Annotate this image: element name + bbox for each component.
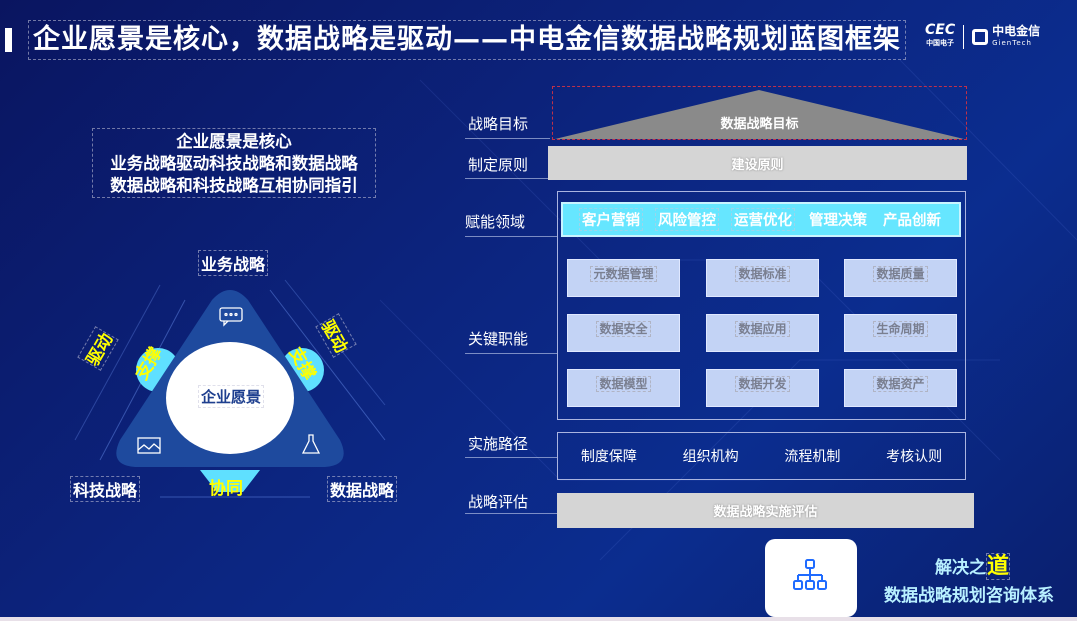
collab-bubble — [200, 470, 260, 492]
label-tech-strategy: 科技战略 — [70, 476, 141, 502]
function-cell: 数据资产 — [844, 369, 957, 407]
cec-logo-text: CEC — [925, 22, 956, 38]
label-enterprise-vision: 企业愿景 — [198, 385, 265, 408]
function-label: 数据应用 — [735, 321, 790, 337]
function-cell: 数据安全 — [567, 314, 680, 352]
domain-item: 管理决策 — [809, 213, 867, 229]
hierarchy-card — [765, 539, 857, 617]
principle-bar: 建设原则 — [548, 146, 967, 180]
connector — [465, 457, 557, 458]
footer-line1-highlight: 道 — [986, 553, 1011, 580]
label-collab: 协同 — [209, 479, 243, 499]
intro-line: 企业愿景是核心 — [176, 132, 292, 151]
connector — [465, 178, 548, 179]
function-label: 数据质量 — [873, 266, 928, 282]
logo-divider — [963, 25, 965, 49]
function-cell: 生命周期 — [844, 314, 957, 352]
domain-item: 运营优化 — [731, 208, 795, 231]
label-function: 关键职能 — [468, 330, 529, 348]
function-label: 数据模型 — [596, 376, 651, 392]
gientech-logo-cn: 中电金信 — [992, 24, 1041, 38]
path-box: 制度保障 组织机构 流程机制 考核认则 — [557, 432, 966, 480]
strategy-triangle — [116, 290, 344, 492]
function-label: 数据开发 — [735, 376, 790, 392]
goal-text: 数据战略目标 — [720, 117, 799, 132]
path-item: 考核认则 — [886, 449, 943, 465]
cec-logo-sub: 中国电子 — [926, 39, 955, 47]
label-domain: 赋能领域 — [465, 213, 526, 231]
footer-line2: 数据战略规划咨询体系 — [884, 586, 1054, 606]
eval-bar: 数据战略实施评估 — [557, 493, 974, 528]
goal-triangle — [555, 90, 964, 139]
function-label: 数据安全 — [596, 321, 651, 337]
label-business-strategy: 业务战略 — [198, 250, 269, 276]
intro-line: 数据战略和科技战略互相协同指引 — [110, 176, 358, 195]
image-icon — [137, 437, 161, 454]
path-item: 制度保障 — [580, 449, 637, 465]
vision-circle — [166, 342, 294, 454]
footer-line1-text: 解决之 — [935, 558, 986, 578]
gientech-logo-icon — [972, 29, 989, 45]
hierarchy-icon — [793, 559, 827, 590]
intro-text-box: 企业愿景是核心 业务战略驱动科技战略和数据战略 数据战略和科技战略互相协同指引 — [92, 128, 376, 198]
footer-line1: 解决之道 — [935, 548, 1011, 580]
label-strategy-goal: 战略目标 — [468, 115, 529, 133]
function-cell: 数据应用 — [706, 314, 819, 352]
function-cell: 数据开发 — [706, 369, 819, 407]
function-label: 数据资产 — [873, 376, 928, 392]
function-label: 元数据管理 — [590, 266, 657, 282]
function-container — [557, 191, 966, 420]
label-principle: 制定原则 — [468, 156, 529, 174]
path-item: 流程机制 — [784, 449, 841, 465]
goal-box: 数据战略目标 — [552, 86, 967, 140]
label-data-strategy: 数据战略 — [327, 476, 398, 502]
function-cell: 元数据管理 — [567, 259, 680, 297]
function-label: 生命周期 — [873, 321, 928, 337]
connector — [465, 513, 557, 514]
flask-icon — [301, 434, 321, 454]
chat-icon — [219, 307, 243, 327]
function-cell: 数据模型 — [567, 369, 680, 407]
domain-item: 客户营销 — [579, 208, 643, 231]
function-label: 数据标准 — [735, 266, 790, 282]
path-item: 组织机构 — [682, 449, 739, 465]
domain-item: 风险管控 — [655, 208, 719, 231]
title-marker — [5, 28, 12, 52]
function-cell: 数据标准 — [706, 259, 819, 297]
function-cell: 数据质量 — [844, 259, 957, 297]
gientech-logo-en: GienTech — [992, 39, 1032, 47]
connector — [465, 353, 557, 354]
page-title: 企业愿景是核心，数据战略是驱动——中电金信数据战略规划蓝图框架 — [28, 20, 906, 60]
connector — [465, 138, 550, 139]
label-eval: 战略评估 — [468, 493, 529, 511]
domain-item: 产品创新 — [883, 213, 941, 229]
intro-line: 业务战略驱动科技战略和数据战略 — [110, 154, 358, 173]
connector — [465, 236, 557, 237]
label-path: 实施路径 — [468, 435, 529, 453]
domain-bar: 客户营销 风险管控 运营优化 管理决策 产品创新 — [561, 202, 961, 237]
